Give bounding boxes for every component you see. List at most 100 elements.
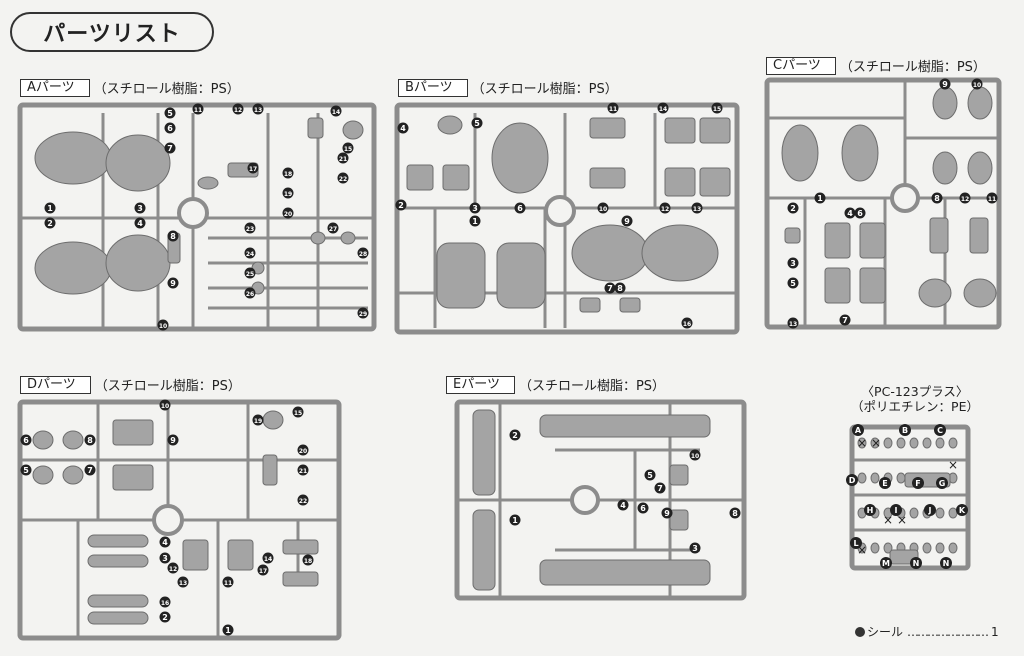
part (472, 509, 496, 591)
part (935, 507, 945, 519)
marker-dot (164, 107, 176, 119)
part-number-marker: 25 (244, 267, 256, 279)
marker-letter: B (902, 426, 908, 435)
part-number-marker: 10 (597, 202, 609, 214)
marker-dot (959, 192, 971, 204)
part-number-marker: 21 (337, 152, 349, 164)
marker-number: 17 (249, 166, 257, 173)
marker-dot (597, 202, 609, 214)
part-number-marker: 2 (159, 611, 171, 623)
marker-number: 4 (137, 219, 143, 228)
part-number-marker: 22 (297, 494, 309, 506)
part-number-marker: 26 (244, 287, 256, 299)
marker-dot (931, 192, 943, 204)
marker-dot (852, 424, 864, 436)
marker-dot (192, 103, 204, 115)
part-number-marker: 22 (337, 172, 349, 184)
part (870, 472, 880, 484)
pe-letter-marker: A (852, 424, 864, 436)
marker-dot (514, 202, 526, 214)
part-number-marker: 28 (357, 247, 369, 259)
marker-dot (471, 117, 483, 129)
marker-number: 10 (159, 323, 167, 330)
part (437, 115, 463, 135)
part (784, 227, 801, 244)
marker-number: 6 (857, 209, 863, 218)
marker-number: 5 (23, 466, 29, 475)
part-label: Bパーツ (398, 78, 468, 97)
marker-dot (302, 554, 314, 566)
page-title: パーツリスト (10, 12, 214, 52)
marker-dot (159, 611, 171, 623)
marker-number: 1 (817, 194, 823, 203)
part-number-marker: 12 (659, 202, 671, 214)
part-number-marker: 13 (691, 202, 703, 214)
marker-dot (167, 562, 179, 574)
part-number-marker: 16 (681, 317, 693, 329)
marker-number: 10 (973, 82, 981, 89)
pe-letter-marker: H (864, 504, 876, 516)
marker-number: 1 (47, 204, 53, 213)
marker-dot (297, 444, 309, 456)
part-number-marker: 20 (282, 207, 294, 219)
marker-dot (244, 247, 256, 259)
marker-number: 10 (161, 403, 169, 410)
marker-dot (854, 207, 866, 219)
marker-dot (936, 477, 948, 489)
part (539, 414, 711, 438)
marker-dot (342, 142, 354, 154)
marker-dot (912, 477, 924, 489)
marker-dot (159, 399, 171, 411)
material-label: （スチロール樹脂：PS） (93, 82, 240, 97)
part (664, 117, 696, 144)
marker-number: 4 (620, 501, 626, 510)
pe-material: （ポリエチレン：PE） (851, 399, 979, 414)
part-number-marker: 3 (689, 542, 701, 554)
part-number-marker: 5 (164, 107, 176, 119)
marker-number: 1 (512, 516, 518, 525)
marker-dot (397, 122, 409, 134)
marker-letter: J (928, 506, 932, 515)
marker-number: 6 (23, 436, 29, 445)
part (857, 472, 867, 484)
part-number-marker: 17 (257, 564, 269, 576)
part (227, 539, 254, 571)
marker-dot (297, 464, 309, 476)
marker-number: 8 (87, 436, 93, 445)
part (406, 164, 434, 191)
part (948, 437, 958, 449)
part (87, 611, 149, 625)
marker-number: 29 (359, 311, 367, 318)
part-number-marker: 14 (330, 105, 342, 117)
pe-letter-marker: M (880, 557, 892, 569)
part-number-marker: 1 (222, 624, 234, 636)
marker-number: 22 (299, 498, 307, 505)
part-number-marker: 7 (654, 482, 666, 494)
marker-dot (159, 536, 171, 548)
part (918, 278, 952, 308)
marker-dot (971, 78, 983, 90)
marker-dot (164, 142, 176, 154)
part (969, 217, 989, 254)
marker-dot (222, 624, 234, 636)
part-label: Eパーツ (446, 375, 515, 394)
runner-gate (570, 485, 600, 515)
part-number-marker: 9 (621, 215, 633, 227)
part-number-marker: 27 (327, 222, 339, 234)
marker-number: 27 (329, 226, 337, 233)
marker-dot (607, 102, 619, 114)
part-number-marker: 6 (854, 207, 866, 219)
marker-letter: E (882, 479, 887, 488)
marker-number: 21 (299, 468, 307, 475)
marker-number: 11 (194, 107, 202, 114)
part-number-marker: 2 (395, 199, 407, 211)
marker-letter: D (849, 476, 856, 485)
marker-number: 2 (790, 204, 796, 213)
part (669, 509, 689, 531)
marker-dot (787, 317, 799, 329)
part-number-marker: 3 (787, 257, 799, 269)
marker-dot (244, 222, 256, 234)
bullet-icon (855, 626, 865, 637)
part (929, 217, 949, 254)
marker-number: 1 (225, 626, 231, 635)
